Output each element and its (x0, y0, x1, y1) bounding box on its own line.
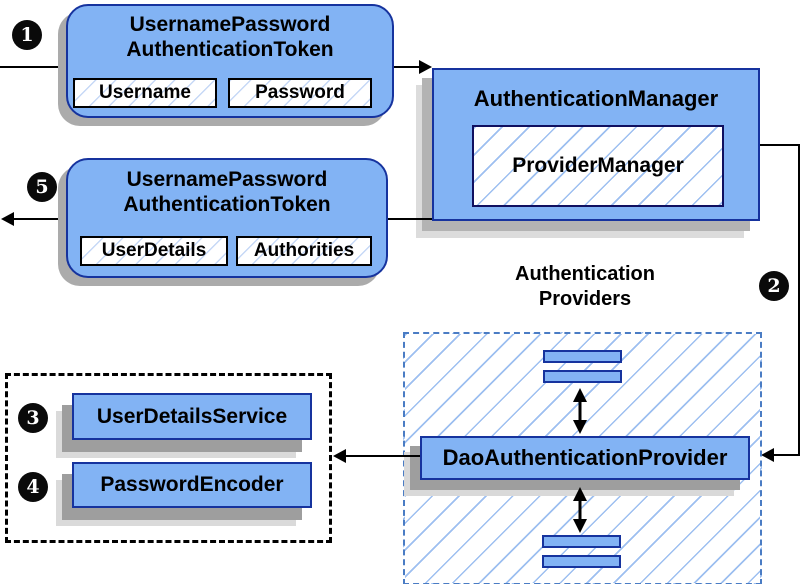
request-token-title-line2: AuthenticationToken (126, 38, 334, 61)
authorities-field-box: Authorities (236, 236, 372, 266)
provider-placeholder-bar (542, 555, 621, 568)
provider-manager-box: ProviderManager (472, 125, 724, 207)
dao-dependencies-container (5, 373, 332, 543)
response-out-arrowhead-icon (1, 212, 14, 226)
manager-to-provider-line-vertical (798, 144, 800, 456)
authentication-providers-label-line2: Providers (538, 288, 632, 310)
userdetails-field-box: UserDetails (80, 236, 228, 266)
step-3-badge: 3 (18, 403, 48, 433)
request-token-title-line1: UsernamePassword (129, 13, 331, 36)
response-token-title: UsernamePassword AuthenticationToken (68, 167, 386, 217)
request-token-box: UsernamePassword AuthenticationToken Use… (66, 4, 394, 118)
authentication-manager-title: AuthenticationManager (473, 86, 719, 111)
password-field-box: Password (228, 78, 372, 108)
double-arrow-icon (573, 487, 587, 533)
response-token-title-line2: AuthenticationToken (123, 193, 331, 216)
provider-to-dependencies-arrowhead-icon (333, 449, 346, 463)
token-to-manager-line (394, 66, 422, 68)
dao-authentication-provider-box: DaoAuthenticationProvider (420, 436, 750, 480)
provider-placeholder-bar (542, 535, 621, 548)
authentication-providers-label-line1: Authentication (515, 263, 655, 285)
step-5-badge: 5 (27, 172, 57, 202)
response-token-title-line1: UsernamePassword (126, 168, 328, 191)
token-to-manager-arrowhead-icon (419, 60, 432, 74)
step-4-badge: 4 (18, 472, 48, 502)
provider-placeholder-bar (543, 370, 622, 383)
step-1-badge: 1 (12, 20, 42, 50)
double-arrow-icon (573, 388, 587, 434)
response-out-line (13, 218, 66, 220)
authentication-manager-box: AuthenticationManager ProviderManager (432, 68, 760, 221)
provider-to-dependencies-line (346, 455, 420, 457)
provider-placeholder-bar (543, 350, 622, 363)
manager-to-response-line (388, 218, 432, 220)
password-encoder-box: PasswordEncoder (72, 462, 312, 508)
manager-to-provider-arrowhead-icon (761, 448, 774, 462)
authentication-providers-label: Authentication Providers (460, 262, 710, 312)
request-token-title: UsernamePassword AuthenticationToken (68, 12, 392, 62)
step-2-badge: 2 (759, 271, 789, 301)
user-details-service-box: UserDetailsService (72, 393, 312, 440)
manager-to-provider-line-bottom (774, 454, 800, 456)
username-field-box: Username (73, 78, 217, 108)
manager-to-provider-line-top (760, 144, 800, 146)
incoming-request-line (0, 66, 66, 68)
response-token-box: UsernamePassword AuthenticationToken Use… (66, 158, 388, 278)
